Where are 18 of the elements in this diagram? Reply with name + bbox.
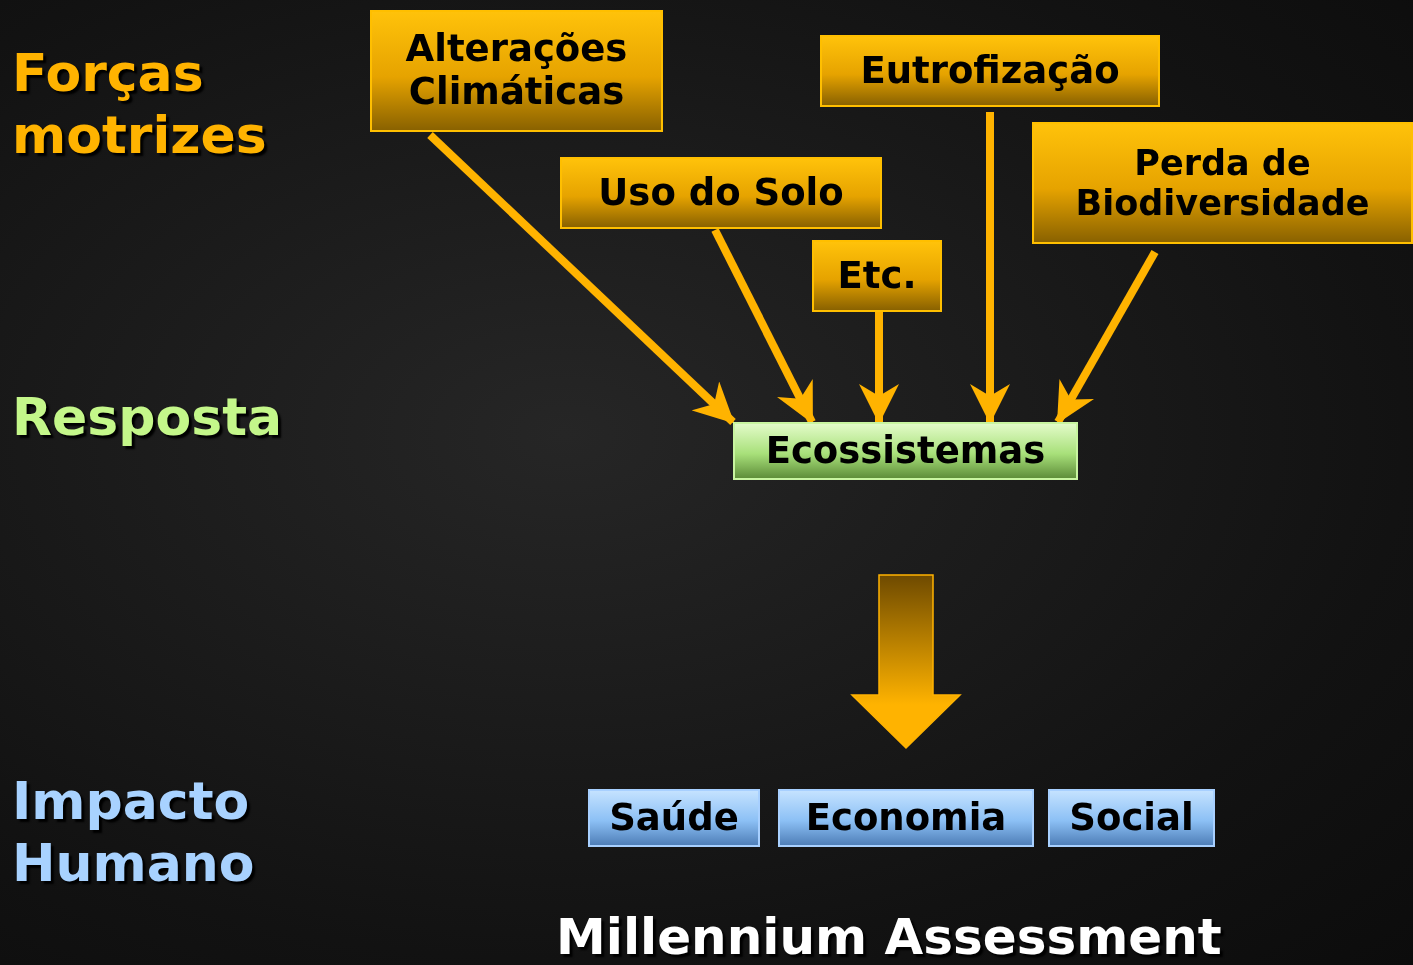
label-box: Social — [1048, 789, 1215, 847]
block-arrow — [850, 574, 962, 750]
row-heading: Impacto Humano — [12, 770, 256, 895]
row-heading: Forças motrizes — [12, 42, 268, 167]
label-box: Etc. — [812, 240, 942, 312]
arrow — [859, 312, 899, 424]
label-box: Ecossistemas — [733, 422, 1078, 480]
label-box: Economia — [778, 789, 1034, 847]
footer-text: Millennium Assessment — [556, 910, 1222, 965]
arrow — [1054, 250, 1159, 424]
label-box: Saúde — [588, 789, 760, 847]
arrow — [711, 228, 816, 424]
label-box: Uso do Solo — [560, 157, 882, 229]
label-box: Eutrofização — [820, 35, 1160, 107]
row-heading: Resposta — [12, 386, 284, 449]
arrow — [427, 132, 736, 425]
label-box: Alterações Climáticas — [370, 10, 663, 132]
label-box: Perda de Biodiversidade — [1032, 122, 1413, 244]
